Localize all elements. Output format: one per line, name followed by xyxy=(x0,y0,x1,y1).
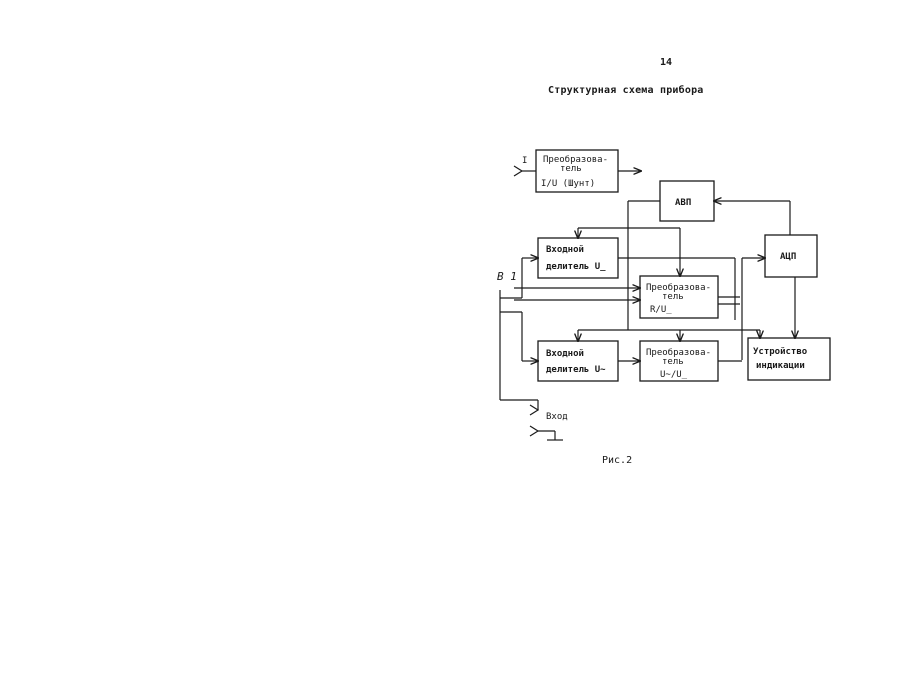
input-label: Вход xyxy=(546,412,568,422)
diagram-title: Структурная схема прибора xyxy=(548,85,704,96)
figure-caption: Рис.2 xyxy=(602,455,633,466)
ac-divider-label-2: делитель U~ xyxy=(546,365,606,375)
ac-divider-label-1: Входной xyxy=(546,349,584,359)
current-input: I xyxy=(513,156,536,177)
ground-terminal-icon xyxy=(529,425,540,437)
display-label-1: Устройство xyxy=(753,347,807,357)
dc-divider-label-1: Входной xyxy=(546,245,584,255)
signal-wiring xyxy=(618,258,795,361)
switch-b1-label: В 1 xyxy=(497,270,517,283)
block-display: Устройство индикации xyxy=(747,337,831,381)
r-converter-label-1: Преобразова- xyxy=(646,282,711,293)
current-input-label: I xyxy=(522,156,527,166)
shunt-label-1: Преобразова- xyxy=(543,154,608,165)
ac-converter-label-1: Преобразова- xyxy=(646,347,711,358)
ac-converter-label-2: тель xyxy=(662,357,684,367)
block-avp: АВП xyxy=(659,180,715,222)
r-converter-label-3: R/U_ xyxy=(650,305,672,315)
input-terminal-icon xyxy=(529,404,540,416)
shunt-label-3: I/U (Шунт) xyxy=(541,179,595,189)
adc-label: АЦП xyxy=(780,252,796,262)
avp-label: АВП xyxy=(675,198,691,208)
block-resistance-converter: Преобразова- тель R/U_ xyxy=(639,275,719,319)
block-dc-divider: Входной делитель U_ xyxy=(537,237,619,279)
ac-converter-label-3: U~/U_ xyxy=(660,370,688,380)
display-label-2: индикации xyxy=(756,361,805,371)
current-input-terminal-icon xyxy=(513,165,524,177)
block-ac-divider: Входной делитель U~ xyxy=(537,340,619,382)
avp-control-wiring xyxy=(578,201,791,341)
r-converter-label-2: тель xyxy=(662,292,684,302)
block-shunt-converter: Преобразова- тель I/U (Шунт) xyxy=(535,149,619,193)
shunt-label-2: тель xyxy=(560,164,582,174)
block-adc: АЦП xyxy=(764,234,818,278)
input-terminals: Вход xyxy=(500,399,568,441)
dc-divider-label-2: делитель U_ xyxy=(546,262,606,272)
page-number: 14 xyxy=(660,57,673,68)
switch-wiring xyxy=(499,258,640,400)
block-ac-converter: Преобразова- тель U~/U_ xyxy=(639,340,719,382)
